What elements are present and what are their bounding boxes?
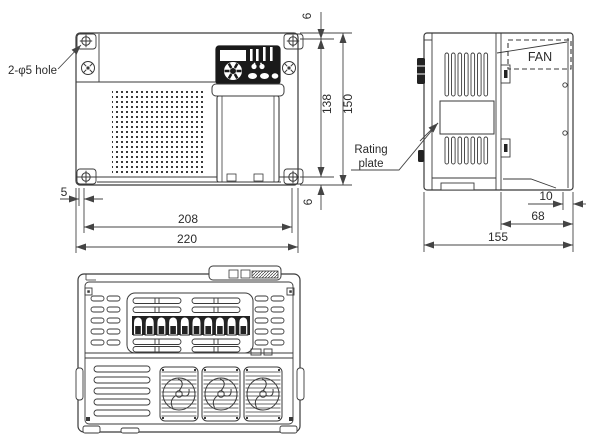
side-body-outline [423,32,574,191]
mounting-tab-bottom-left [76,168,97,185]
mounting-hole-callout: 2-φ5 hole [8,44,82,77]
mounting-hole-label: 2-φ5 hole [8,65,57,77]
fan-label: FAN [528,50,552,64]
mount-hole-icon [79,34,93,48]
keypad-display [220,50,246,61]
cooling-fan-3 [243,366,283,422]
bottom-view [75,265,305,434]
side-vent-slots-lower [444,136,489,165]
front-dimensions [60,12,352,253]
cover-latch [211,83,285,97]
mounting-tab-bottom-right [283,168,304,185]
keypad-panel [215,45,281,85]
cooling-fan-2 [201,366,241,422]
bottom-lower-vents [93,365,151,417]
rating-plate-label-line1: Rating [354,144,387,156]
dim-hole-pitch-vertical: 138 [320,94,334,114]
side-connector-block [417,58,425,84]
mount-hole-icon [286,170,300,184]
rating-plate-outline [439,100,495,135]
side-lower-tab [418,150,424,162]
front-view [75,32,304,186]
dim-fan-cover-depth: 68 [531,209,545,223]
keypad-buttons [248,63,279,79]
terminal-cover [216,95,280,183]
front-body-outline [75,32,299,186]
mounting-tab-top-left [76,33,97,50]
side-view [417,32,574,191]
bottom-vent-left [90,295,121,346]
rating-plate-callout: Rating plate [351,122,439,171]
side-dimension-labels: 10 68 155 [488,189,553,244]
dim-bottom-offset: 6 [301,198,315,205]
mount-hole-icon [79,170,93,184]
front-dimension-labels: 6 138 150 6 5 208 220 [61,12,355,246]
dim-overall-depth: 155 [488,230,508,244]
bottom-body-outline [77,273,301,433]
dim-hole-pitch-horizontal: 208 [178,212,198,226]
fan-dashed-outline [507,39,572,70]
dim-top-offset: 6 [300,12,314,19]
dim-fan-edge-offset: 10 [539,189,553,203]
mounting-tab-top-right [283,33,304,50]
vent-dot-grid [112,91,203,176]
side-dimensions [423,192,586,252]
mount-hole-icon [286,34,300,48]
terminal-block-area [126,292,254,354]
rating-plate-label-line2: plate [359,158,384,170]
bottom-vent-right [254,295,285,346]
screw-icon [80,60,96,76]
cooling-fan-1 [159,366,199,422]
dim-overall-width: 220 [177,232,197,246]
side-vent-slots-upper [444,52,489,97]
dim-side-hole-offset: 5 [61,185,68,199]
dim-overall-height: 150 [341,94,355,114]
screw-icon [281,60,297,76]
